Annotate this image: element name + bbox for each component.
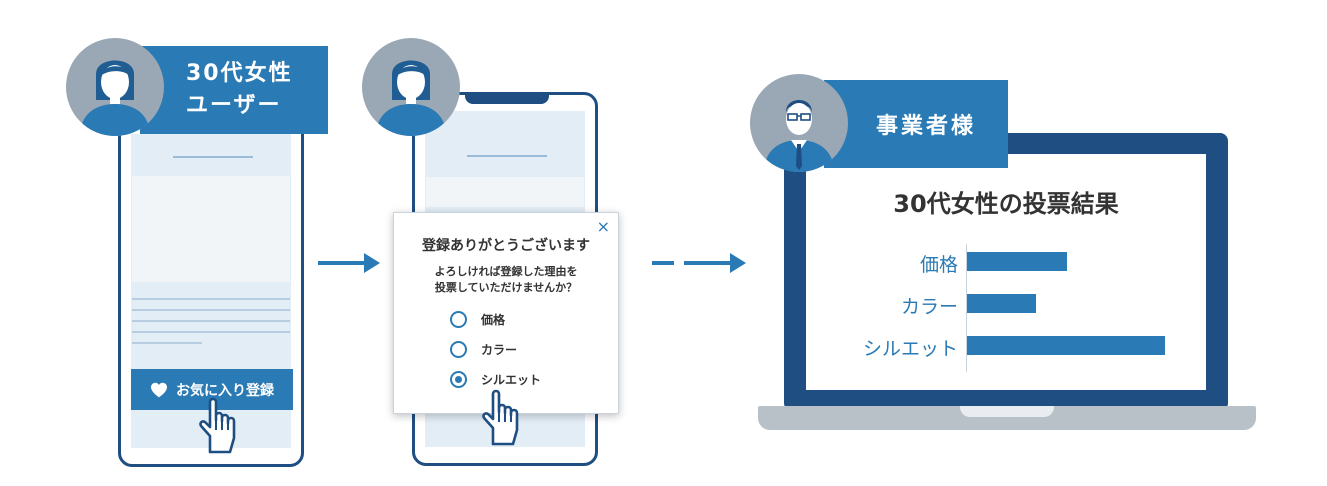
option-label: シルエット <box>481 371 541 388</box>
businessman-avatar-icon <box>750 74 848 172</box>
laptop-notch <box>960 406 1054 417</box>
text-line <box>132 309 290 311</box>
text-line <box>132 342 202 344</box>
bar-1 <box>967 252 1067 271</box>
dashed-arrow-right-icon <box>652 253 748 273</box>
heart-icon <box>150 382 168 398</box>
popup-subtitle-line2: 投票していただけませんか？ <box>394 279 618 295</box>
persona-label-line1: 30代女性 <box>186 58 328 90</box>
screen-divider <box>173 156 253 158</box>
screen-divider <box>467 155 547 157</box>
radio-color[interactable] <box>450 341 467 358</box>
text-line <box>132 320 290 322</box>
bar-3 <box>967 336 1165 355</box>
phone-notch <box>465 92 549 104</box>
option-label: 価格 <box>481 311 505 328</box>
option-label: カラー <box>481 341 517 358</box>
image-placeholder <box>426 177 584 207</box>
text-line <box>132 298 290 300</box>
image-placeholder <box>132 176 290 282</box>
persona-label-line2: ユーザー <box>186 90 328 122</box>
woman-avatar-icon <box>362 38 460 136</box>
woman-avatar-icon <box>66 38 164 136</box>
option-price[interactable]: 価格 <box>450 311 505 328</box>
category-label-price: 価格 <box>848 250 958 277</box>
persona-label: 30代女性 ユーザー <box>140 46 328 134</box>
persona-label-text: 事業者様 <box>876 108 1008 140</box>
vote-popup: × 登録ありがとうございます よろしければ登録した理由を 投票していただけません… <box>393 212 619 414</box>
chart-title: 30代女性の投票結果 <box>806 184 1206 219</box>
bar-2 <box>967 294 1036 313</box>
persona-label: 事業者様 <box>824 80 1008 168</box>
text-line <box>132 331 290 333</box>
radio-silhouette[interactable] <box>450 371 467 388</box>
popup-subtitle-line1: よろしければ登録した理由を <box>394 263 618 279</box>
category-label-silhouette: シルエット <box>848 334 958 361</box>
radio-price[interactable] <box>450 311 467 328</box>
popup-title: 登録ありがとうございます <box>394 235 618 255</box>
pointing-hand-icon <box>196 396 246 454</box>
option-color[interactable]: カラー <box>450 341 517 358</box>
pointing-hand-icon <box>479 388 529 446</box>
arrow-right-icon <box>318 253 382 273</box>
category-label-color: カラー <box>848 292 958 319</box>
close-icon[interactable]: × <box>597 217 610 236</box>
option-silhouette[interactable]: シルエット <box>450 371 541 388</box>
